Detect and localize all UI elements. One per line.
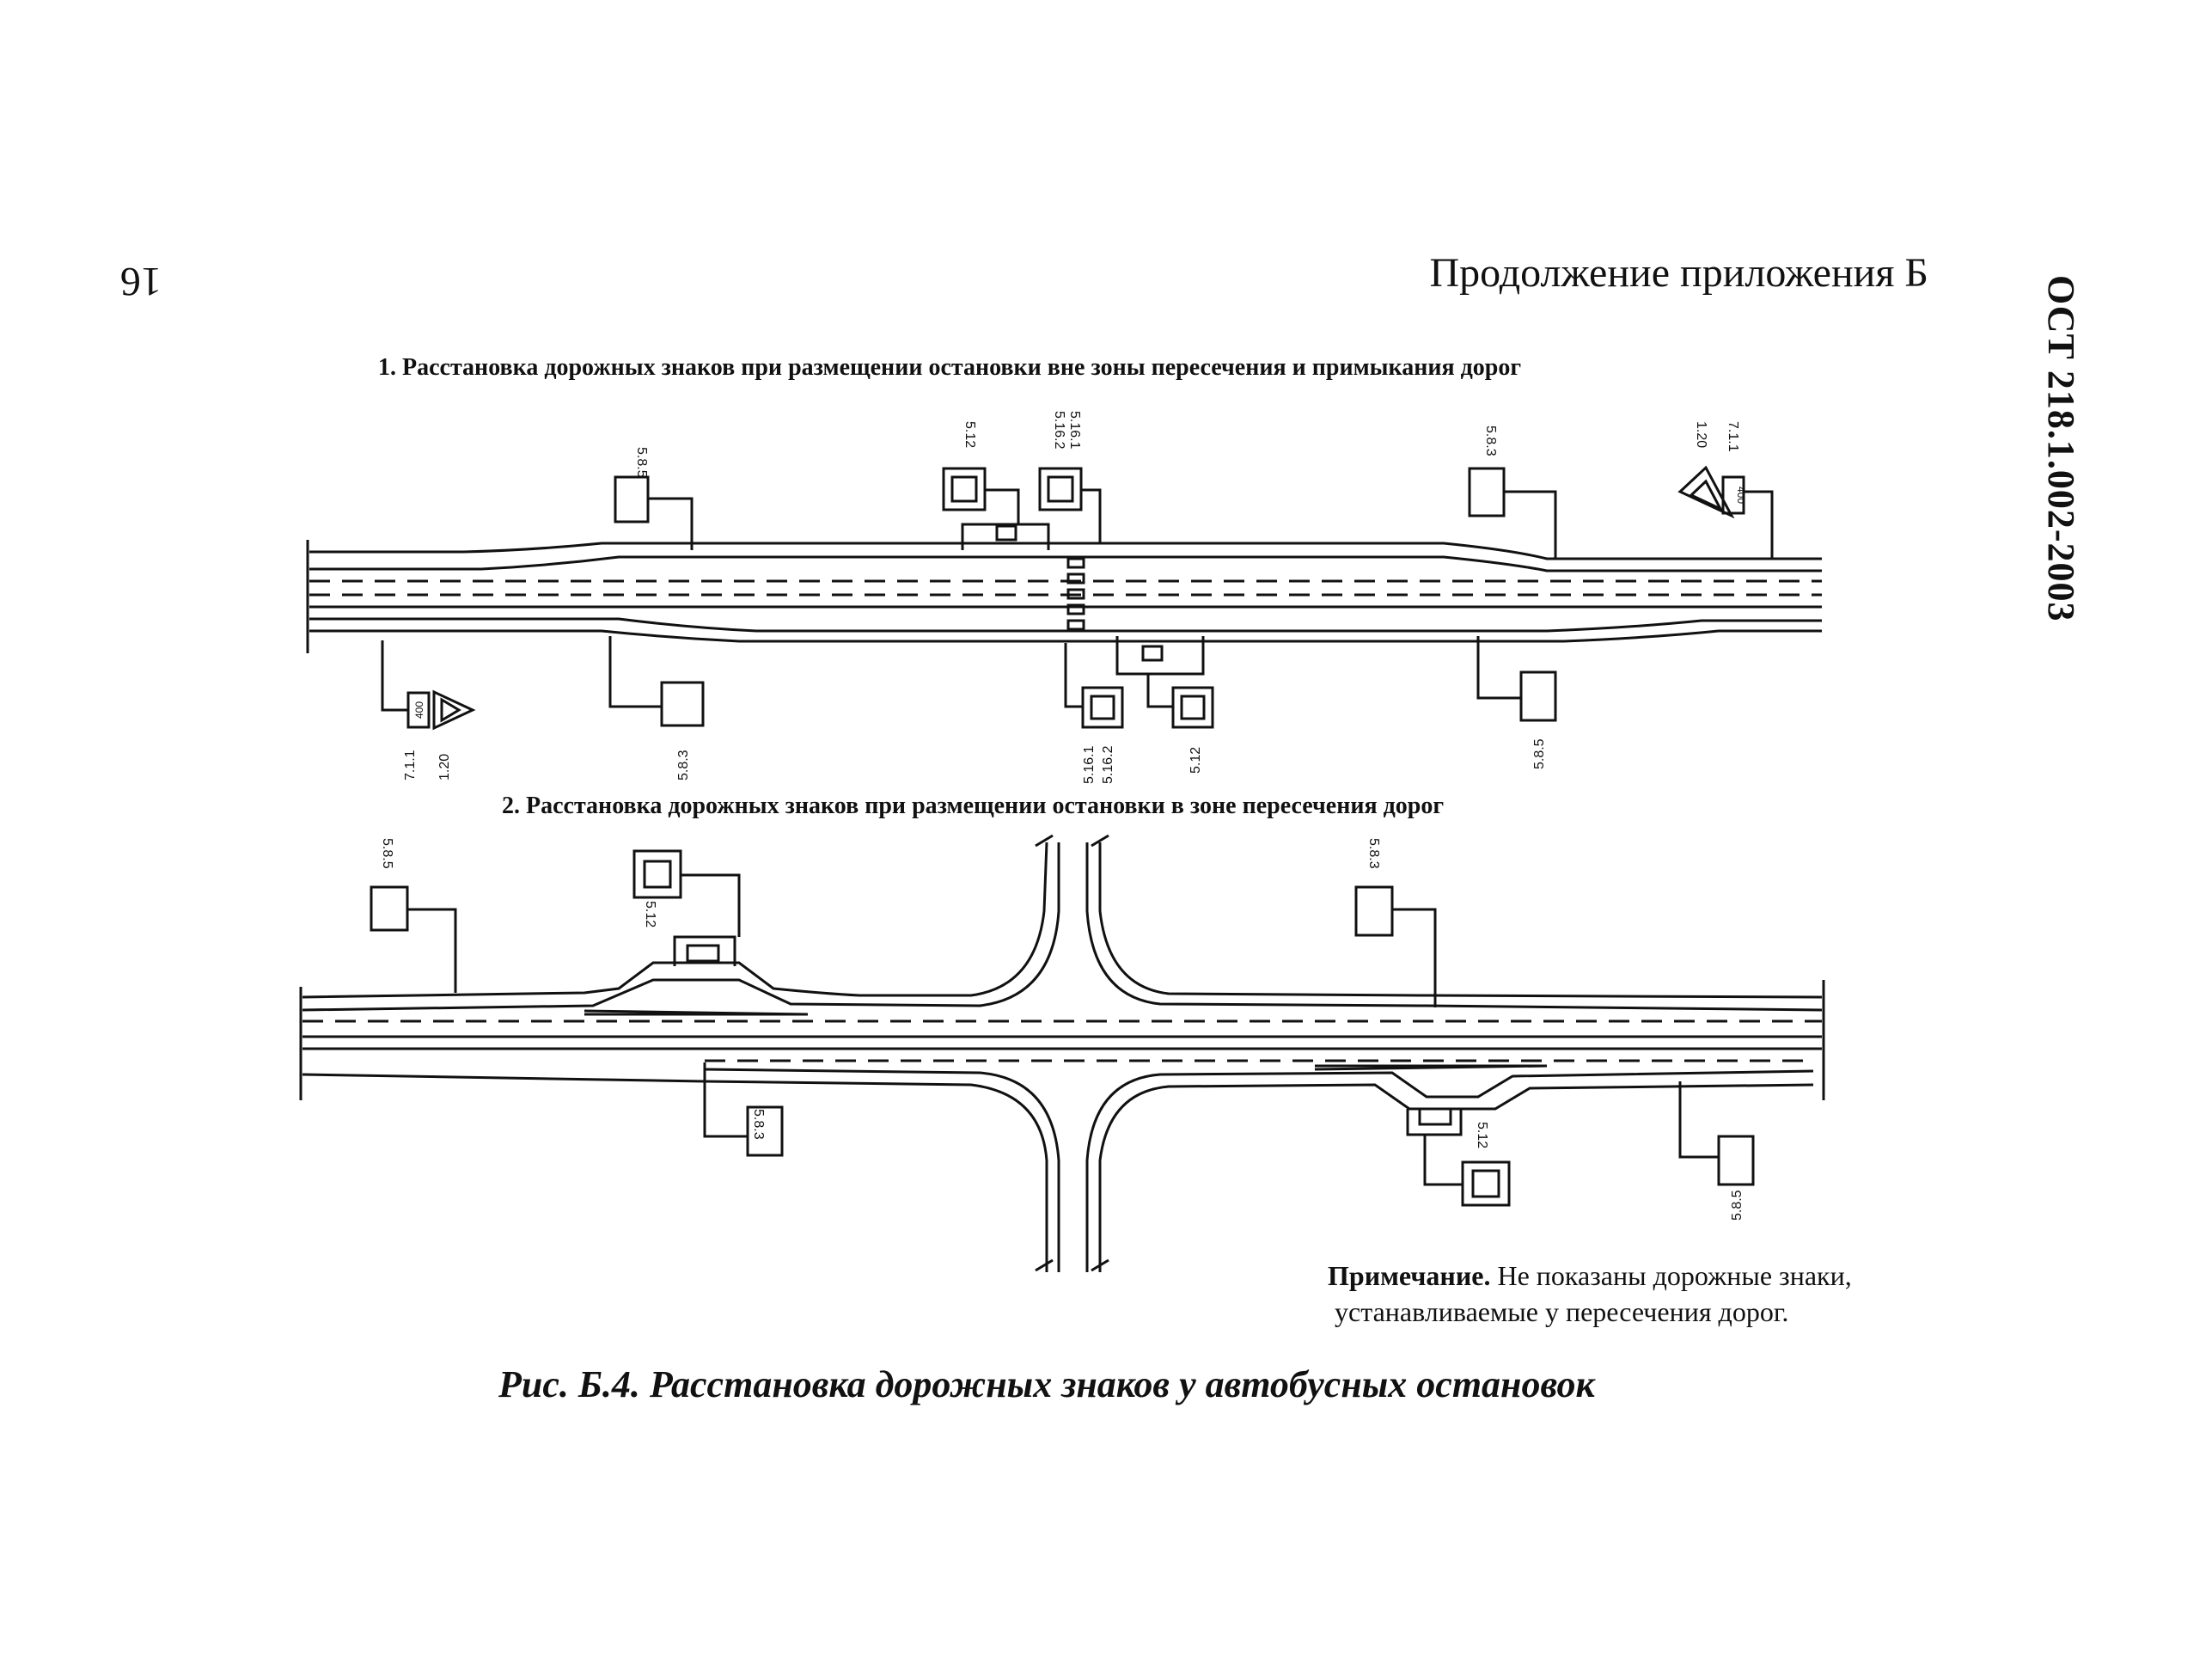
sign-5.8.5-bottom [1519,670,1557,722]
road-2-ne-inner [1085,842,1823,1012]
section1-top-signs [614,465,1774,559]
label: 5.8.3 [751,1109,766,1140]
note: Примечание. Не показаны дорожные знаки, … [1328,1258,1852,1330]
sign-5.12-s2-bottom [1461,1160,1511,1207]
road-2-island-east [1314,1064,1548,1071]
sign-5.8.5-s2-top [370,885,409,932]
sign-post [648,497,694,550]
label: 7.1.1 [1726,421,1740,452]
road-2-north-break [1035,834,1109,848]
road-1-north-bus-pocket [961,523,1050,550]
label: 5.8.3 [1366,838,1381,869]
sign-5.8.3-top [1468,467,1506,517]
sign-5.8.5-s2-bottom [1717,1135,1755,1186]
label: 5.8.5 [1532,738,1547,769]
plate-label: 400 [1735,487,1747,504]
note-label: Примечание. [1328,1260,1491,1291]
plate-7.1.1-top [1721,475,1745,515]
sign-5.12-s2-top [632,849,682,899]
road-2 [299,834,1825,1272]
section2-caption: 2. Расстановка дорожных знаков при разме… [502,793,1445,819]
road-2-nw-inner [302,842,1060,1012]
plate-label: 400 [413,701,425,719]
road-2-sw-inner [704,1068,1060,1272]
road-1-north-shelter [995,524,1017,542]
label: 1.20 [1694,421,1708,448]
appendix-title: Продолжение приложения Б [1429,250,1928,296]
label: 5.8.3 [676,750,691,781]
label: 5.8.3 [1483,425,1498,456]
section2-labels: 5.8.5 5.12 5.8.3 5.8.3 5.12 5.8.5 [380,838,1745,1221]
label: 5.16.1 [1067,411,1082,450]
plate-7.1.1-bottom [406,691,431,729]
section1-bottom-signs [381,636,1557,731]
road-1-crosswalk [1066,557,1085,631]
road-1-north-edge [309,542,1822,560]
sign-5.8.5-top [614,475,650,523]
road-1-south-shelter [1141,645,1164,662]
sign-5.16-bottom [1081,686,1124,729]
sign-5.8.3-s2-bottom [746,1105,784,1157]
road-1-north-inner [309,555,1822,572]
section1-caption: 1. Расстановка дорожных знаков при разме… [378,354,1522,381]
road-2-sw-edge [302,1073,1048,1272]
label: 1.20 [437,754,452,781]
sign-5.12-top [942,467,987,511]
road-2-island-west [584,1009,809,1016]
sign-5.12-bottom [1171,686,1214,729]
label: 5.12 [1475,1122,1489,1148]
label: 5.12 [1188,747,1203,774]
label: 5.16.2 [1052,411,1066,450]
label: 5.12 [962,421,977,448]
section1-labels: 5.8.5 5.12 5.16.2 5.16.1 5.8.3 1.20 7.1.… [403,411,1747,784]
label: 5.16.2 [1101,745,1115,784]
label: 5.8.5 [1730,1190,1745,1221]
note-line1: Не показаны дорожные знаки, [1497,1260,1852,1291]
section2-signs [370,849,1755,1207]
sign-1.20-top [1677,465,1735,519]
sign-5.16-top [1038,467,1083,511]
sign-5.8.3-bottom [660,681,705,727]
road-2-se-edge [1098,1083,1814,1272]
road-1 [306,523,1822,676]
sign-1.20-bottom [432,689,476,731]
label: 5.8.5 [380,838,394,869]
label: 5.8.5 [634,447,649,478]
sign-5.8.3-s2-top [1354,885,1394,937]
figure-caption: Рис. Б.4. Расстановка дорожных знаков у … [498,1363,1595,1405]
document-code: ОСТ 218.1.002-2003 [2040,275,2082,622]
label: 5.16.1 [1082,745,1097,784]
road-1-south-mid [309,617,1822,633]
road-2-se-inner [1085,1069,1814,1272]
road-2-south-shelter [1418,1107,1452,1126]
note-line2: устанавливаемые у пересечения дорог. [1335,1296,1789,1327]
label: 5.12 [643,901,657,927]
label: 7.1.1 [403,750,418,781]
road-2-south-break [1035,1258,1109,1272]
road-1-south-edge [309,629,1822,643]
road-2-north-shelter [686,944,720,963]
road-2-ne-edge [1098,842,1823,999]
road-1-south-bus-pocket [1115,636,1205,676]
road-2-nw-edge [302,842,1048,999]
